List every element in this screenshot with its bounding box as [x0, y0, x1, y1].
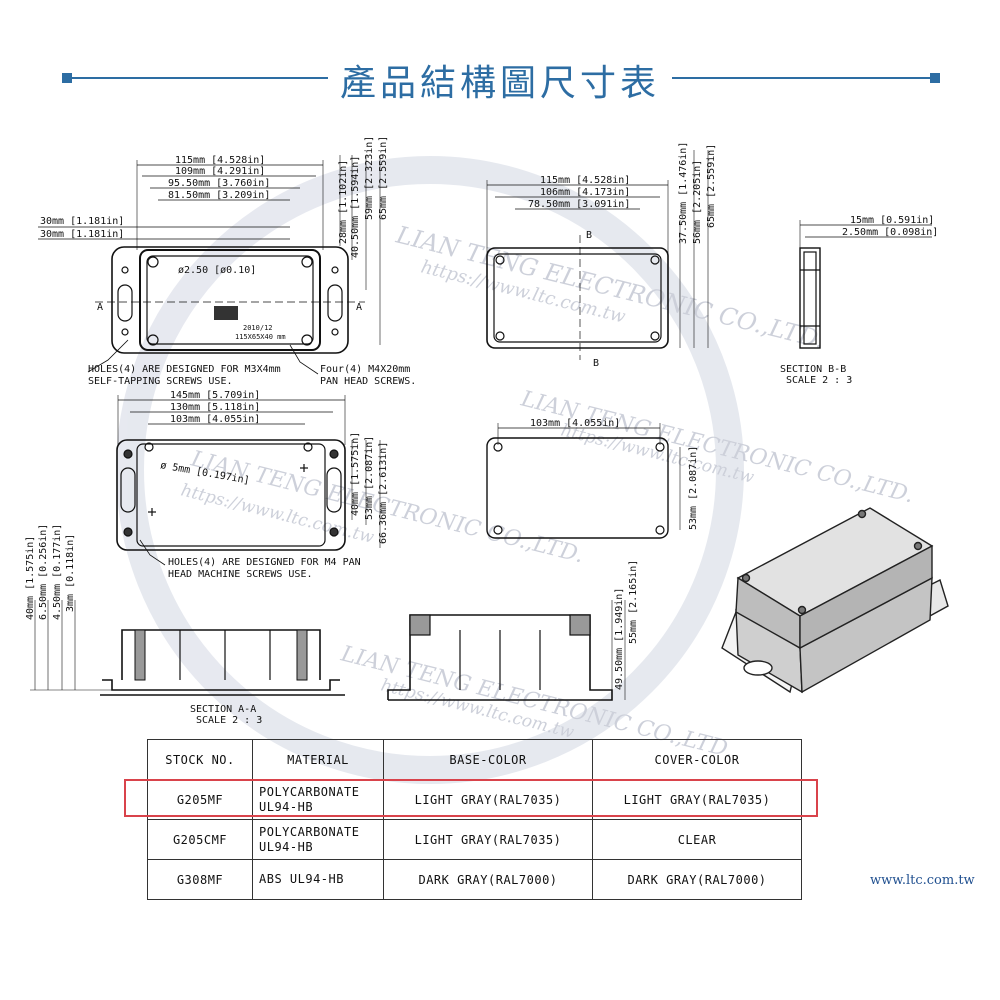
dim-left-1: 30mm [1.181in] — [40, 216, 124, 227]
dim-top-4: 81.50mm [3.209in] — [168, 190, 270, 201]
note-screws-1: Four(4) M4X20mm — [320, 364, 410, 375]
note-holes-m3-1: HOLES(4) ARE DESIGNED FOR M3X4mm — [88, 364, 281, 375]
table-row: G205CMF POLYCARBONATE UL94-HB LIGHT GRAY… — [147, 819, 802, 860]
top-view — [38, 155, 381, 375]
cell-cover-color: DARK GRAY(RAL7000) — [592, 859, 802, 900]
note-screws-2: PAN HEAD SCREWS. — [320, 376, 416, 387]
cell-cover-color: LIGHT GRAY(RAL7035) — [592, 779, 802, 820]
cover-view-labels: 115mm [4.528in] 106mm [4.173in] 78.50mm … — [528, 142, 717, 369]
header-rule-cap-right — [930, 73, 940, 83]
note-holes-m3-2: SELF-TAPPING SCREWS USE. — [88, 376, 233, 387]
cover-vert-3: 65mm [2.559in] — [706, 144, 717, 228]
side-vert-1: 49.50mm [1.949in] — [614, 588, 625, 690]
cell-base-color: DARK GRAY(RAL7000) — [383, 859, 593, 900]
section-aa-scale: SCALE 2 : 3 — [196, 715, 262, 726]
cell-material-line1: POLYCARBONATE — [259, 824, 360, 839]
col-material: MATERIAL — [252, 739, 384, 780]
dim-left-2: 30mm [1.181in] — [40, 229, 124, 240]
col-base-color: BASE-COLOR — [383, 739, 593, 780]
bottom-dim-1: 145mm [5.709in] — [170, 390, 260, 401]
cover-vert-1: 37.50mm [1.476in] — [678, 142, 689, 244]
side-section — [387, 600, 626, 701]
note-holes-m4-2: HEAD MACHINE SCREWS USE. — [168, 569, 313, 580]
cell-material: POLYCARBONATE UL94-HB — [252, 779, 384, 820]
top-view-labels: 115mm [4.528in] 109mm [4.291in] 95.50mm … — [40, 136, 416, 387]
cover-vert-2: 56mm [2.205in] — [692, 160, 703, 244]
table-header-row: STOCK NO. MATERIAL BASE-COLOR COVER-COLO… — [147, 739, 802, 780]
bottom-vert-2: 53mm [2.087in] — [364, 436, 375, 520]
stamp-size: 115X65X40 mm — [235, 333, 286, 341]
cell-base-color: LIGHT GRAY(RAL7035) — [383, 819, 593, 860]
dim-vert-3: 59mm [2.323in] — [364, 136, 375, 220]
cell-material-line1: ABS UL94-HB — [259, 872, 344, 886]
col-stock-no: STOCK NO. — [147, 739, 253, 780]
cell-material-line2: UL94-HB — [259, 799, 314, 814]
mount-view-labels: 103mm [4.055in] 53mm [2.087in] — [530, 418, 699, 530]
section-mark-a-left: A — [97, 302, 103, 313]
bottom-vert-1: 40mm [1.575in] — [350, 432, 361, 516]
section-bb-labels: 15mm [0.591in] 2.50mm [0.098in] SECTION … — [780, 215, 938, 386]
bottom-dim-2: 130mm [5.118in] — [170, 402, 260, 413]
cover-view — [486, 150, 709, 360]
section-aa-labels: 40mm [1.575in] 6.50mm [0.256in] 4.50mm [… — [25, 524, 262, 726]
side-vert-2: 55mm [2.165in] — [628, 560, 639, 644]
cell-material-line1: POLYCARBONATE — [259, 784, 360, 799]
section-bb — [799, 220, 932, 349]
dim-top-1: 115mm [4.528in] — [175, 155, 265, 166]
dim-top-3: 95.50mm [3.760in] — [168, 178, 270, 189]
section-mark-b-bottom: B — [593, 358, 599, 369]
section-bb-title: SECTION B-B — [780, 364, 846, 375]
hole-label: ø2.50 [ø0.10] — [178, 265, 256, 276]
header-rule-right — [672, 77, 934, 79]
header-rule-left — [66, 77, 328, 79]
spec-table: STOCK NO. MATERIAL BASE-COLOR COVER-COLO… — [147, 739, 802, 900]
dim-vert-4: 65mm [2.559in] — [378, 136, 389, 220]
cover-dim-1: 115mm [4.528in] — [540, 175, 630, 186]
note-holes-m4-1: HOLES(4) ARE DESIGNED FOR M4 PAN — [168, 557, 361, 568]
aa-vert-1: 40mm [1.575in] — [25, 536, 36, 620]
cell-stock: G205CMF — [147, 819, 253, 860]
aa-vert-2: 6.50mm [0.256in] — [38, 524, 49, 620]
dim-top-2: 109mm [4.291in] — [175, 166, 265, 177]
section-mark-a-right: A — [356, 302, 362, 313]
enclosure-isometric — [721, 507, 949, 694]
mount-vert-1: 53mm [2.087in] — [688, 446, 699, 530]
mount-dim-1: 103mm [4.055in] — [530, 418, 620, 429]
col-cover-color: COVER-COLOR — [592, 739, 802, 780]
page-header: 產品結構圖尺寸表 — [0, 48, 1000, 108]
cell-stock: G308MF — [147, 859, 253, 900]
cell-material-line2: UL94-HB — [259, 839, 314, 854]
section-aa-title: SECTION A-A — [190, 704, 256, 715]
bottom-vert-3: 66.36mm [2.613in] — [378, 442, 389, 544]
cell-material: POLYCARBONATE UL94-HB — [252, 819, 384, 860]
aa-vert-4: 3mm [0.118in] — [65, 534, 76, 612]
stamp-date: 2010/12 — [243, 324, 273, 332]
site-url-link[interactable]: www.ltc.com.tw — [870, 873, 975, 888]
bottom-dim-3: 103mm [4.055in] — [170, 414, 260, 425]
cover-dim-3: 78.50mm [3.091in] — [528, 199, 630, 210]
bottom-view — [116, 395, 381, 566]
side-section-labels: 49.50mm [1.949in] 55mm [2.165in] — [614, 560, 639, 690]
cell-stock: G205MF — [147, 779, 253, 820]
cell-base-color: LIGHT GRAY(RAL7035) — [383, 779, 593, 820]
dim-vert-1: 28mm [1.102in] — [338, 160, 349, 244]
cell-material: ABS UL94-HB — [252, 859, 384, 900]
section-mark-b-top: B — [586, 230, 592, 241]
bb-dim-1: 15mm [0.591in] — [850, 215, 934, 226]
section-bb-scale: SCALE 2 : 3 — [786, 375, 852, 386]
dim-vert-2: 40.50mm [1.594in] — [350, 156, 361, 258]
page-title: 產品結構圖尺寸表 — [339, 63, 660, 104]
aa-vert-3: 4.50mm [0.177in] — [52, 524, 63, 620]
section-aa — [30, 600, 345, 696]
bb-dim-2: 2.50mm [0.098in] — [842, 227, 938, 238]
table-row: G308MF ABS UL94-HB DARK GRAY(RAL7000) DA… — [147, 859, 802, 900]
bottom-view-labels: 145mm [5.709in] 130mm [5.118in] 103mm [4… — [159, 390, 389, 580]
table-row: G205MF POLYCARBONATE UL94-HB LIGHT GRAY(… — [147, 779, 802, 820]
cover-dim-2: 106mm [4.173in] — [540, 187, 630, 198]
mount-view — [486, 423, 681, 539]
cell-cover-color: CLEAR — [592, 819, 802, 860]
